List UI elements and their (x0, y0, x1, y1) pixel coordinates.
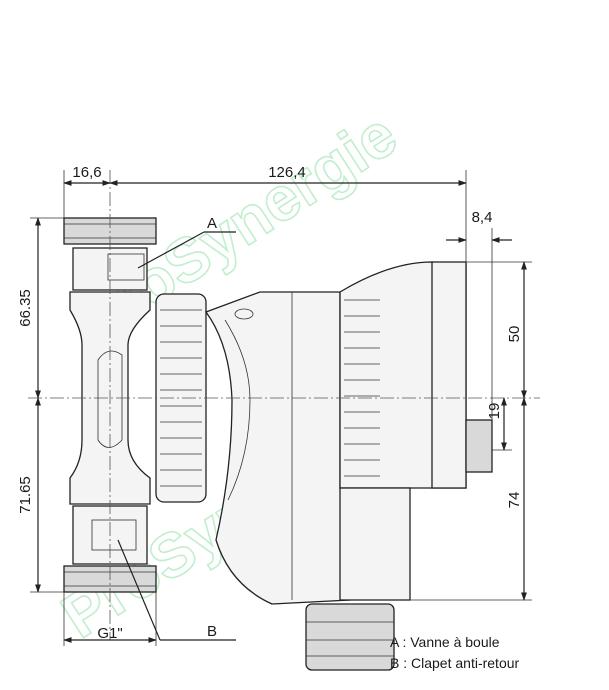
terminal-box (339, 487, 411, 601)
dim-center-to-box: 19 (486, 403, 503, 420)
callout-a: A (207, 215, 217, 232)
ring-nut-ribs (160, 309, 202, 487)
dim-thread: G1" (97, 625, 122, 642)
callout-b: B (207, 623, 217, 640)
legend-item-b: B : Clapet anti-retour (390, 655, 520, 671)
callout-leaders (117, 231, 236, 641)
dim-total-width: 126,4 (268, 164, 306, 181)
motor-housing (204, 291, 351, 605)
dim-lower-height: 71.65 (17, 476, 34, 514)
dim-upper-height: 66.35 (17, 289, 34, 327)
dim-top-to-center: 50 (506, 326, 523, 343)
cable-gland (305, 603, 395, 671)
cooling-fins (344, 299, 380, 477)
dim-right-offset: 8,4 (472, 209, 493, 226)
dimension-lines (30, 170, 532, 646)
dim-left-offset: 16,6 (72, 164, 101, 181)
side-connector (465, 419, 493, 473)
dim-center-to-bottom: 74 (506, 492, 523, 509)
legend-item-a: A : Vanne à boule (390, 634, 500, 650)
